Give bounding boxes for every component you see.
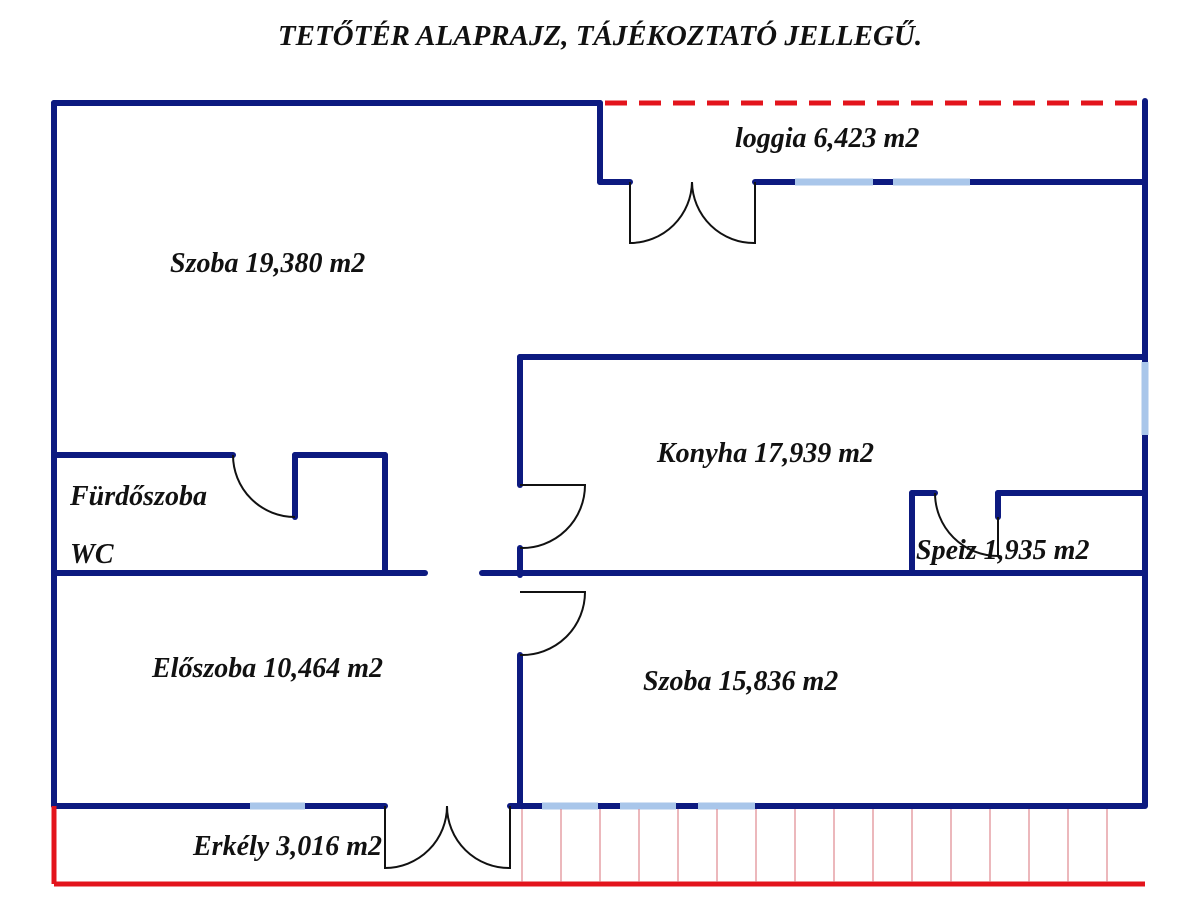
balcony-edges [51,100,1145,887]
doors [232,181,999,870]
bathroom-door [232,454,296,518]
room-label-erkely: Erkély 3,016 m2 [193,831,382,862]
room-label-wc: WC [70,539,114,570]
room-label-loggia: loggia 6,423 m2 [735,123,920,154]
room-label-furdoszoba: Fürdőszoba [70,481,207,512]
plan-title: TETŐTÉR ALAPRAJZ, TÁJÉKOZTATÓ JELLEGŰ. [277,20,923,52]
room-label-eloszoba: Előszoba 10,464 m2 [152,653,384,684]
balcony-door [384,805,511,870]
kitchen-door [519,484,587,550]
room-label-szoba-1: Szoba 19,380 m2 [170,248,366,279]
room-door [519,591,587,657]
walls [51,98,1148,809]
room-label-speiz: Speiz 1,935 m2 [916,535,1090,566]
pantry-door [934,492,999,558]
room-label-szoba-2: Szoba 15,836 m2 [643,666,839,697]
windows [250,178,1149,810]
room-label-konyha: Konyha 17,939 m2 [657,438,875,469]
loggia-door [629,181,756,245]
